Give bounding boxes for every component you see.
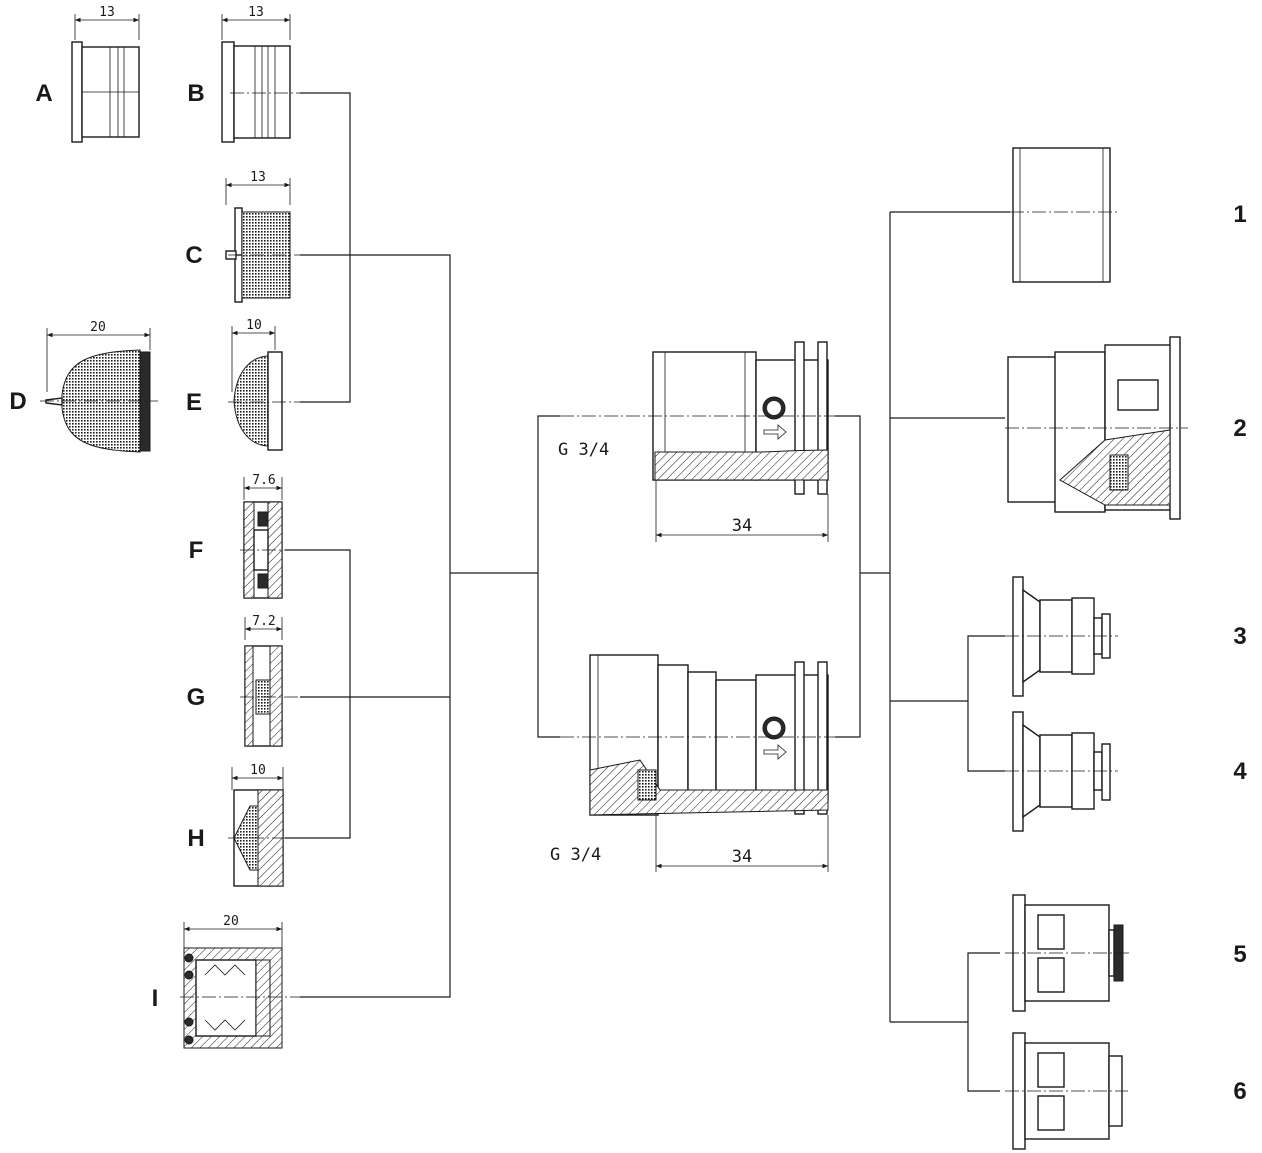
variant-1: 1	[1010, 147, 1247, 283]
component-f: 7.6 F	[189, 473, 286, 599]
component-d: 20 D	[9, 320, 158, 453]
housing-bottom: 34 G 3/4	[550, 654, 835, 872]
variant-2: 2	[1005, 336, 1247, 520]
component-h-dimension: 10	[250, 763, 266, 778]
component-c-label: C	[185, 242, 202, 269]
component-i-dimension: 20	[223, 914, 239, 929]
component-h: 10 H	[187, 763, 288, 887]
variant-4: 4	[1005, 711, 1247, 832]
component-a: 13 A	[35, 5, 140, 143]
component-c: 13 C	[185, 170, 300, 303]
connector-lines	[285, 92, 1010, 1092]
variant-3: 3	[1005, 576, 1247, 697]
component-b: 13 B	[187, 5, 300, 143]
variant-2-label: 2	[1233, 415, 1246, 442]
component-a-dimension: 13	[99, 5, 115, 20]
variant-6: 6	[1005, 1032, 1247, 1150]
housing-top-thread: G 3/4	[558, 440, 609, 460]
component-e-dimension: 10	[246, 318, 262, 333]
housing-top-length: 34	[732, 516, 752, 536]
component-e-label: E	[186, 389, 202, 416]
component-i-label: I	[152, 985, 159, 1012]
component-f-dimension: 7.6	[252, 473, 275, 488]
component-i: 20 I	[152, 914, 300, 1049]
component-d-dimension: 20	[90, 320, 106, 335]
housing-bottom-thread: G 3/4	[550, 845, 601, 865]
housing-bottom-length: 34	[732, 847, 752, 867]
component-f-label: F	[189, 537, 204, 564]
variant-4-label: 4	[1233, 758, 1247, 785]
component-b-label: B	[187, 80, 204, 107]
component-g-dimension: 7.2	[252, 614, 275, 629]
component-a-label: A	[35, 80, 52, 107]
variant-5-label: 5	[1233, 941, 1246, 968]
component-h-label: H	[187, 825, 204, 852]
variant-5: 5	[1005, 894, 1247, 1012]
component-b-dimension: 13	[248, 5, 264, 20]
component-g-label: G	[187, 684, 206, 711]
component-g: 7.2 G	[187, 614, 300, 747]
variant-3-label: 3	[1233, 623, 1246, 650]
component-c-dimension: 13	[250, 170, 266, 185]
component-e: 10 E	[186, 318, 300, 451]
component-d-label: D	[9, 388, 26, 415]
variant-6-label: 6	[1233, 1078, 1246, 1105]
housing-top: 34 G 3/4	[558, 341, 835, 542]
variant-1-label: 1	[1233, 201, 1246, 228]
